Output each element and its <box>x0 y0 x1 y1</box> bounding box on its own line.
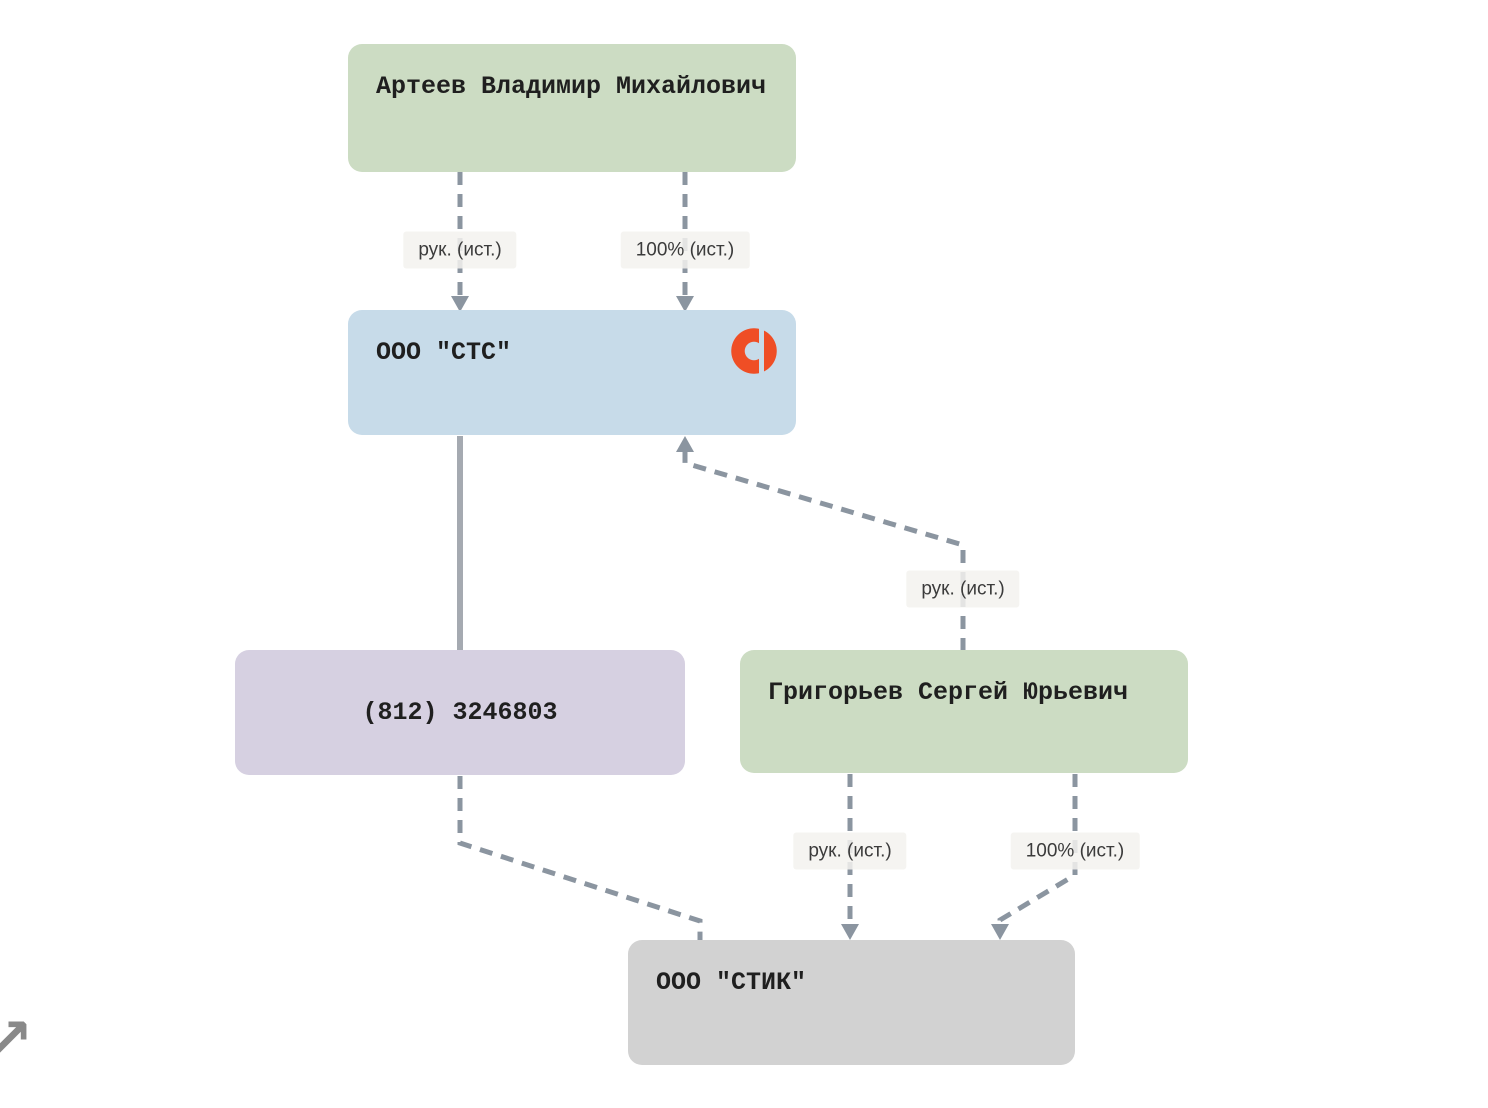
arrowhead-down-icon <box>676 296 694 312</box>
node-person-arteev[interactable]: Артеев Владимир Михайлович <box>348 44 796 172</box>
node-label: (812) 3246803 <box>362 698 558 727</box>
edge-label-100: 100% (ист.) <box>1010 832 1140 870</box>
edge-phone-stik <box>457 776 703 940</box>
node-label: Григорьев Сергей Юрьевич <box>768 678 1129 707</box>
edge-label-ruk: рук. (ист.) <box>793 832 907 870</box>
company-status-ring-icon <box>731 327 777 375</box>
edge-label-100: 100% (ист.) <box>620 231 750 269</box>
edge-label-ruk: рук. (ист.) <box>906 570 1020 608</box>
node-company-cts[interactable]: ООО "СТС" <box>348 310 796 435</box>
edge-label-ruk: рук. (ист.) <box>403 231 517 269</box>
expand-arrow-icon[interactable]: ↗ <box>0 1007 33 1072</box>
node-person-grigoriev[interactable]: Григорьев Сергей Юрьевич <box>740 650 1188 773</box>
arrowhead-up-icon <box>676 436 694 452</box>
node-label: Артеев Владимир Михайлович <box>376 72 767 101</box>
node-label: ООО "СТС" <box>376 338 512 367</box>
node-company-stik[interactable]: ООО "СТИК" <box>628 940 1075 1065</box>
edge-grigoriev-100-stik <box>997 774 1078 924</box>
node-phone[interactable]: (812) 3246803 <box>235 650 685 775</box>
edge-grigoriev-ruk-cts <box>682 452 966 651</box>
node-label: ООО "СТИК" <box>656 968 807 997</box>
arrowhead-down-icon <box>451 296 469 312</box>
arrowhead-down-icon <box>841 924 859 940</box>
arrowhead-down-icon <box>991 924 1009 940</box>
